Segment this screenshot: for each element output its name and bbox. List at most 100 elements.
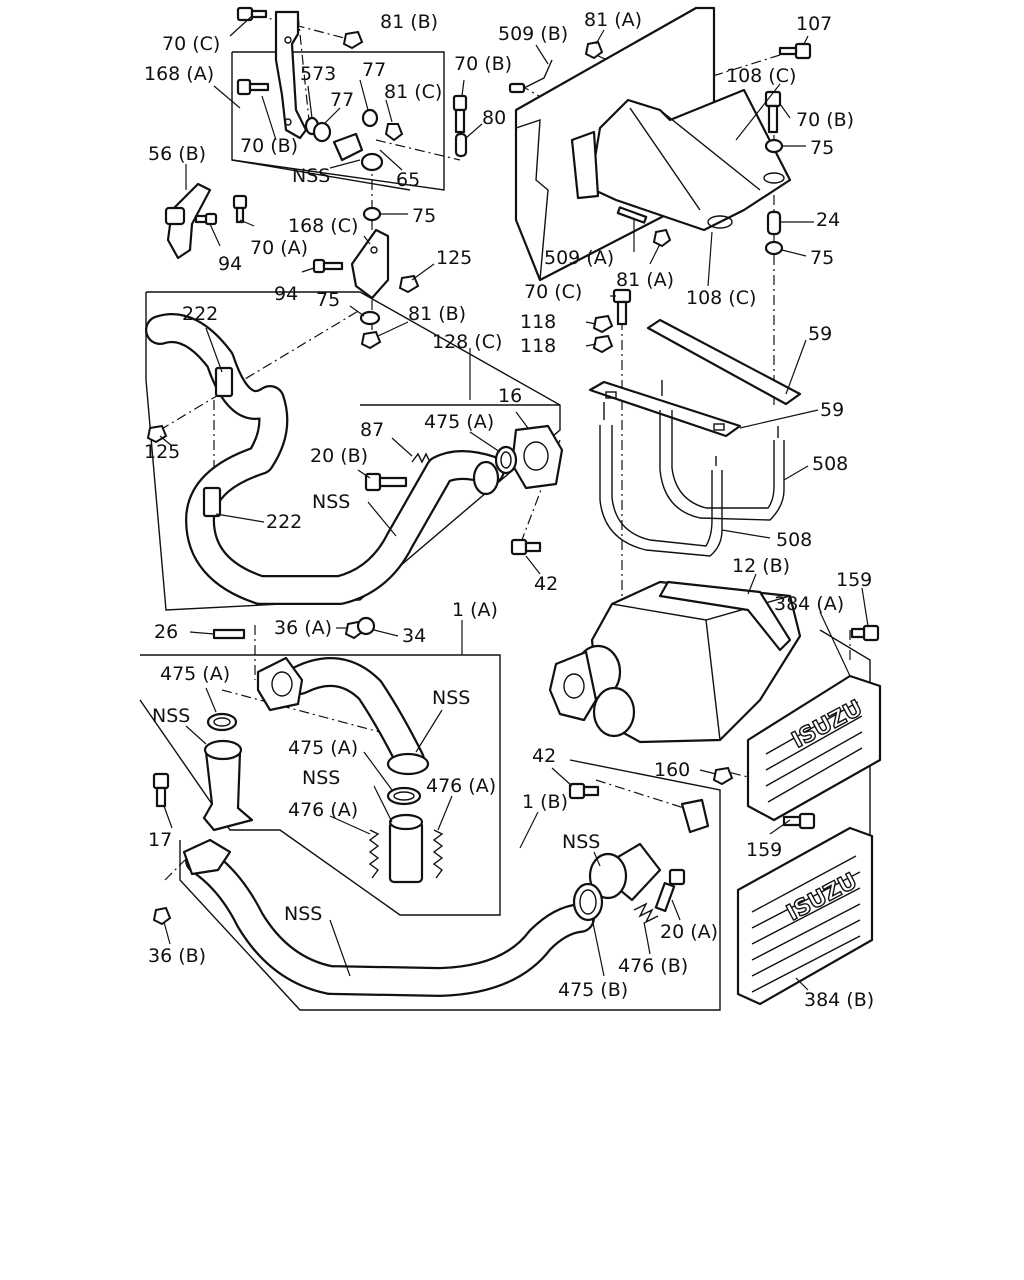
nut-81b-top	[342, 30, 364, 50]
bolt-70b-left	[236, 78, 270, 96]
callout-label: 81 (A)	[584, 9, 642, 31]
bracket-56b	[164, 182, 212, 260]
callout-label: 160	[654, 759, 690, 781]
seal-ring-475a-l	[206, 712, 238, 732]
heat-shield-384b: ISUZU	[736, 826, 874, 1006]
callout-label: NSS	[284, 903, 322, 925]
rubber-mount-65	[332, 132, 384, 172]
pipe-flange-top	[472, 460, 500, 496]
callout-label: 118	[520, 335, 556, 357]
bolt-70b-mid	[452, 94, 468, 134]
callout-label: 509 (B)	[498, 23, 568, 45]
callout-label: 70 (B)	[796, 109, 854, 131]
callout-label: 476 (B)	[618, 955, 688, 977]
callout-label: 24	[816, 209, 840, 231]
callout-label: NSS	[562, 831, 600, 853]
front-pipe-1b	[182, 798, 710, 997]
callout-label: 80	[482, 107, 506, 129]
callout-label: 70 (B)	[240, 135, 298, 157]
bolt-476a	[368, 829, 444, 879]
callout-label: 77	[330, 89, 354, 111]
bolt-107	[778, 42, 812, 60]
bolt-20b	[364, 472, 408, 492]
stud-26	[212, 628, 246, 640]
front-pipe-128c	[145, 313, 505, 605]
bolt-509a	[616, 206, 648, 224]
callout-label: 59	[808, 323, 832, 345]
callout-label: 168 (C)	[288, 215, 358, 237]
bolt-94a	[194, 212, 218, 226]
muffler-12b	[548, 580, 802, 744]
bolt-159a	[850, 624, 880, 642]
callout-label: 476 (A)	[426, 775, 496, 797]
callout-label: 20 (A)	[660, 921, 718, 943]
bolt-159b	[782, 812, 816, 830]
washer-75-r2	[764, 240, 784, 256]
callout-label: 42	[532, 745, 556, 767]
callout-label: 159	[746, 839, 782, 861]
seal-ring-475b	[572, 882, 604, 922]
bolt-509b	[508, 59, 553, 94]
bolt-94b	[312, 258, 344, 274]
spring-87	[411, 452, 431, 464]
callout-label: 128 (C)	[432, 331, 502, 353]
nut-81c	[384, 123, 404, 142]
callout-label: 222	[266, 511, 302, 533]
nut-81a-top	[584, 40, 604, 60]
callout-label: 65	[396, 169, 420, 191]
callout-label: NSS	[302, 767, 340, 789]
callout-label: 573	[300, 63, 336, 85]
leader-lines	[159, 15, 869, 991]
nut-81b-low	[360, 330, 382, 350]
callout-label: 56 (B)	[148, 143, 206, 165]
callout-label: NSS	[152, 705, 190, 727]
nut-160	[712, 766, 734, 786]
bolt-42a	[510, 538, 542, 556]
spring-476b	[633, 902, 659, 924]
callout-label: 42	[534, 573, 558, 595]
callout-label: 159	[836, 569, 872, 591]
callout-label: 17	[148, 829, 172, 851]
bracket-168c	[350, 228, 390, 300]
hanger-bracket-108c	[570, 88, 792, 232]
callout-label: 87	[360, 419, 384, 441]
callout-label: 94	[218, 253, 242, 275]
seal-ring-475a-top	[494, 445, 518, 475]
callout-label: 475 (B)	[558, 979, 628, 1001]
callout-label: 168 (A)	[144, 63, 214, 85]
nut-36b	[152, 906, 172, 926]
pipe-sleeve-nss-mid	[388, 813, 424, 884]
washer-75-low	[359, 310, 381, 326]
callout-label: 1 (A)	[452, 599, 498, 621]
spacer-34	[356, 616, 376, 636]
nut-81a-low	[652, 228, 672, 248]
callout-label: NSS	[312, 491, 350, 513]
bolt-70a	[232, 194, 248, 224]
callout-label: 70 (B)	[454, 53, 512, 75]
pin-80	[454, 132, 468, 158]
callout-label: 34	[402, 625, 426, 647]
callout-label: 77	[362, 59, 386, 81]
callout-label: 81 (B)	[408, 303, 466, 325]
pin-24	[766, 210, 782, 236]
strap-bracket-59	[588, 318, 802, 438]
callout-label: 108 (C)	[686, 287, 756, 309]
bolt-70c-low	[612, 288, 632, 326]
callout-label: 36 (A)	[274, 617, 332, 639]
callout-label: 475 (A)	[424, 411, 494, 433]
front-pipe-1a	[256, 656, 430, 776]
callout-labels: 70 (C) 81 (B) 168 (A) 573 77 77 81 (C) 7…	[144, 9, 874, 1011]
callout-label: 16	[498, 385, 522, 407]
callout-label: 59	[820, 399, 844, 421]
heat-shield-384a: ISUZU	[746, 674, 882, 822]
callout-label: 508	[812, 453, 848, 475]
callout-label: 20 (B)	[310, 445, 368, 467]
callout-label: 384 (B)	[804, 989, 874, 1011]
callout-label: 36 (B)	[148, 945, 206, 967]
pipe-tube-nss-left	[202, 739, 254, 832]
washer-75-mid	[362, 206, 382, 222]
callout-label: 81 (C)	[384, 81, 442, 103]
nut-125-top	[398, 274, 420, 294]
callout-label: 475 (A)	[160, 663, 230, 685]
